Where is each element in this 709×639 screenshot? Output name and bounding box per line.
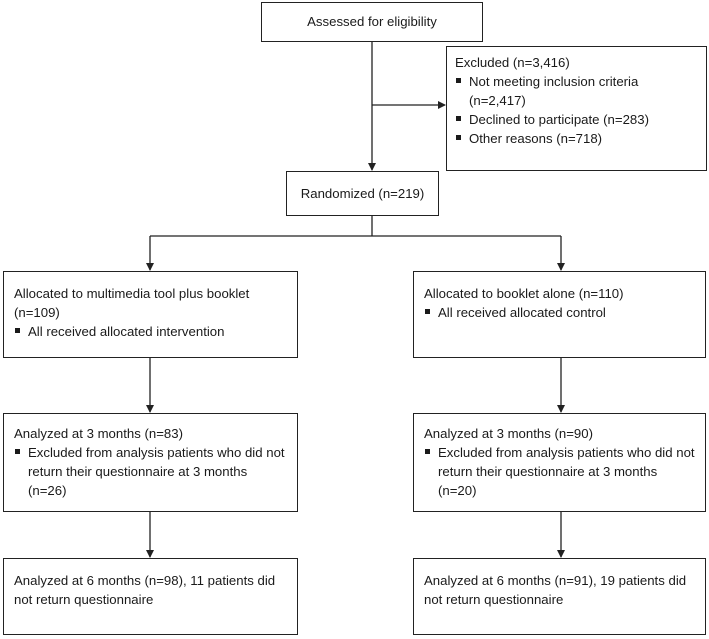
eligibility-title: Assessed for eligibility bbox=[307, 14, 437, 29]
analysis-3m-left-box: Analyzed at 3 months (n=83) Excluded fro… bbox=[3, 413, 298, 512]
analysis-6m-left-title: Analyzed at 6 months (n=98), 11 patients… bbox=[14, 573, 276, 607]
analysis-6m-right-box: Analyzed at 6 months (n=91), 19 patients… bbox=[413, 558, 706, 635]
allocation-left-item: All received allocated intervention bbox=[14, 322, 287, 341]
randomized-title: Randomized (n=219) bbox=[300, 186, 425, 201]
allocation-right-item: All received allocated control bbox=[424, 303, 695, 322]
excluded-reason-inclusion: Not meeting inclusion criteria (n=2,417) bbox=[455, 72, 698, 110]
excluded-box: Excluded (n=3,416) Not meeting inclusion… bbox=[446, 46, 707, 171]
analysis-3m-right-box: Analyzed at 3 months (n=90) Excluded fro… bbox=[413, 413, 706, 512]
excluded-reason-declined: Declined to participate (n=283) bbox=[455, 110, 698, 129]
eligibility-box: Assessed for eligibility bbox=[261, 2, 483, 42]
allocation-left-title: Allocated to multimedia tool plus bookle… bbox=[14, 286, 250, 320]
analysis-3m-left-item: Excluded from analysis patients who did … bbox=[14, 443, 287, 500]
randomized-box: Randomized (n=219) bbox=[286, 171, 439, 216]
allocation-right-box: Allocated to booklet alone (n=110) All r… bbox=[413, 271, 706, 358]
excluded-title: Excluded (n=3,416) bbox=[455, 55, 570, 70]
analysis-3m-right-item: Excluded from analysis patients who did … bbox=[424, 443, 695, 500]
allocation-right-title: Allocated to booklet alone (n=110) bbox=[424, 286, 624, 301]
analysis-3m-left-title: Analyzed at 3 months (n=83) bbox=[14, 426, 183, 441]
allocation-left-box: Allocated to multimedia tool plus bookle… bbox=[3, 271, 298, 358]
analysis-6m-right-title: Analyzed at 6 months (n=91), 19 patients… bbox=[424, 573, 687, 607]
analysis-3m-right-title: Analyzed at 3 months (n=90) bbox=[424, 426, 593, 441]
excluded-reason-other: Other reasons (n=718) bbox=[455, 129, 698, 148]
analysis-6m-left-box: Analyzed at 6 months (n=98), 11 patients… bbox=[3, 558, 298, 635]
